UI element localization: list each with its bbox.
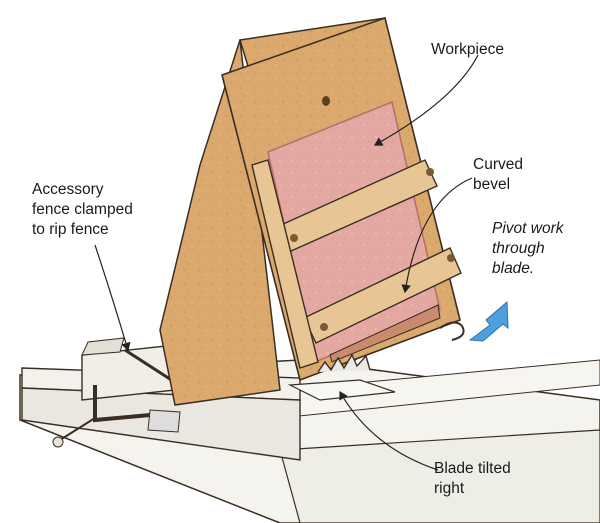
pivot-label-line: blade. — [492, 260, 535, 277]
saw-blade — [287, 353, 396, 401]
blade-tilted-label-line: Blade tilted — [434, 460, 511, 477]
accessory-fence-label-line: fence clamped — [32, 201, 133, 218]
accessory-fence — [81, 337, 176, 401]
blade-tilted-label-line: right — [434, 480, 465, 497]
leader-lines — [94, 54, 479, 471]
pivot-label-line: through — [492, 240, 545, 257]
accessory-fence-label: Accessory fence clamped to rip fence — [32, 180, 133, 240]
workpiece-label-line: Workpiece — [431, 41, 504, 58]
pivot-label-line: Pivot work — [492, 220, 564, 237]
curved-bevel-label-line: bevel — [473, 176, 511, 193]
workpiece-label: Workpiece — [431, 40, 504, 60]
accessory-fence-label-line: Accessory — [32, 181, 104, 198]
curved-bevel-label-line: Curved — [473, 156, 523, 173]
accessory-fence-label-line: to rip fence — [32, 221, 109, 238]
curved-bevel-label: Curved bevel — [473, 155, 523, 195]
cleats — [251, 159, 462, 369]
blue-arrow-icon — [468, 300, 509, 342]
pivot-handle — [439, 321, 465, 341]
pivot-label: Pivot work through blade. — [492, 219, 564, 279]
blade-tilted-label: Blade tilted right — [434, 459, 511, 499]
